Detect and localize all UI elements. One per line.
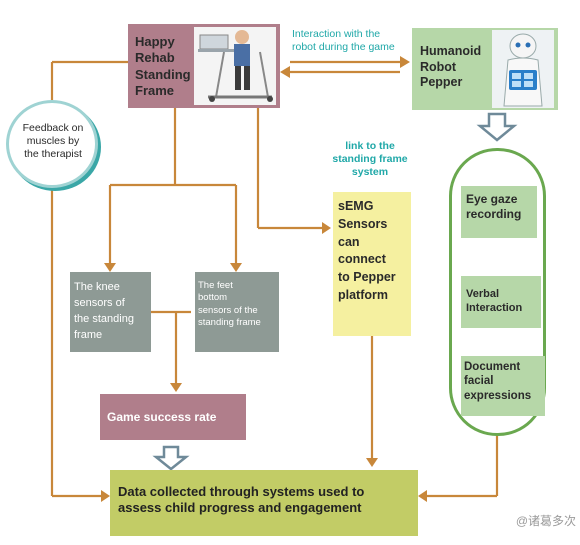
game-success-label: Game success rate xyxy=(107,410,217,424)
game-success-box xyxy=(100,394,246,440)
arrowhead-game xyxy=(170,383,182,392)
document-facial-box xyxy=(461,356,545,416)
feet-sensors-box xyxy=(195,272,279,352)
standing-frame-image xyxy=(194,27,276,105)
arrowhead-data-right xyxy=(418,490,427,502)
arrowhead-feet xyxy=(230,263,242,272)
frame-label: Happy Rehab Standing Frame xyxy=(135,34,191,98)
link-label: link to the standing frame system xyxy=(332,140,408,179)
game-down-hollow-arrow xyxy=(152,445,190,471)
interaction-label: Interaction with the robot during the ga… xyxy=(292,28,395,54)
semg-label: sEMG Sensors can connect to Pepper platf… xyxy=(338,199,396,302)
data-collected-label: Data collected through systems used to a… xyxy=(118,484,365,516)
arrowhead-semg xyxy=(322,222,331,234)
eye-gaze-box xyxy=(461,186,537,238)
watermark: @诸葛多次 xyxy=(515,514,576,528)
data-collected-box xyxy=(110,470,418,536)
eye-gaze-label: Eye gaze recording xyxy=(466,192,522,221)
arrowhead-pepper xyxy=(400,56,410,68)
arrowhead-data-top xyxy=(366,458,378,467)
document-facial-label: Document facial expressions xyxy=(464,361,532,402)
arrowhead-knee xyxy=(104,263,116,272)
feet-sensors-label: The feet bottom sensors of the standing … xyxy=(198,280,261,329)
knee-sensors-label: The knee sensors of the standing frame xyxy=(74,281,134,341)
verbal-interaction-label: Verbal Interaction xyxy=(466,288,523,314)
feedback-circle xyxy=(6,100,98,188)
semg-box xyxy=(333,192,411,336)
pepper-down-hollow-arrow xyxy=(476,112,518,142)
feedback-label: Feedback on muscles by the therapist xyxy=(22,122,84,161)
verbal-interaction-box xyxy=(461,276,541,328)
pepper-label: Humanoid Robot Pepper xyxy=(420,44,482,90)
pepper-robot-image xyxy=(492,30,554,108)
knee-sensors-box xyxy=(70,272,151,352)
arrowhead-data-left xyxy=(101,490,110,502)
arrowhead-frame xyxy=(280,66,290,78)
